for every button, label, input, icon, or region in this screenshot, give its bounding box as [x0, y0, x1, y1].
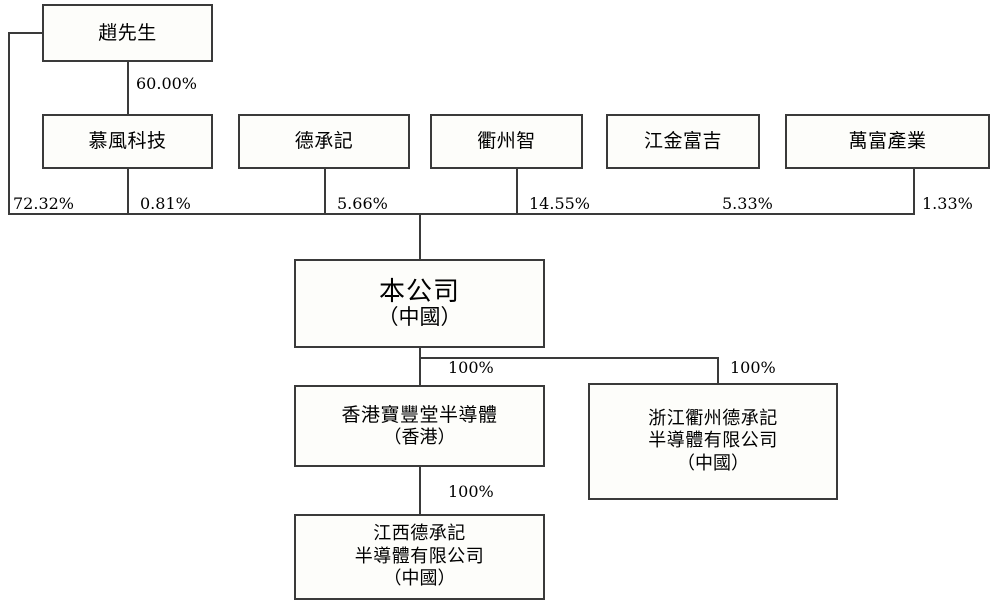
edge-label-chairman-to-mufeng: 60.00% [136, 74, 198, 93]
edge-label-mufeng-to-company: 0.81% [140, 194, 191, 213]
edge-hk-to-jx [419, 467, 421, 514]
node-shareholder-mufeng-label: 慕風科技 [88, 130, 167, 153]
node-company-jurisdiction: （中國） [377, 305, 462, 330]
edge-label-hk-to-jx: 100% [448, 482, 494, 501]
edge-label-jiangjinfuji-to-company: 5.33% [722, 194, 773, 213]
edge-label-company-to-zj: 100% [730, 358, 776, 377]
edge-bus-to-company [419, 213, 421, 261]
node-shareholder-mufeng[interactable]: 慕風科技 [42, 114, 213, 169]
edge-dechengji-to-bus [324, 169, 326, 215]
node-shareholder-quzhouzhi[interactable]: 衢州智 [430, 114, 583, 169]
node-chairman[interactable]: 趙先生 [42, 4, 213, 62]
node-zhejiang-subsidiary-line1: 浙江衢州德承記 [648, 407, 778, 429]
node-jiangxi-subsidiary-line2: 半導體有限公司 [354, 545, 485, 567]
node-shareholder-dechengji-label: 德承記 [294, 130, 354, 153]
node-chairman-label: 趙先生 [98, 21, 157, 44]
edge-company-to-hk [419, 348, 421, 385]
node-zhejiang-subsidiary-jurisdiction: （中國） [677, 452, 749, 474]
edge-label-dechengji-to-company: 5.66% [337, 194, 388, 213]
node-shareholder-wanfu[interactable]: 萬富產業 [785, 114, 990, 169]
edge-mufeng-to-bus [127, 169, 129, 215]
node-company-label: 本公司 [378, 276, 460, 307]
edge-label-wanfu-to-company: 1.33% [922, 194, 973, 213]
node-shareholder-jiangjinfuji[interactable]: 江金富吉 [606, 114, 760, 169]
edge-label-quzhouzhi-to-company: 14.55% [529, 194, 591, 213]
edge-company-to-zj-horizontal [419, 357, 719, 359]
edge-chairman-to-mufeng-line [127, 62, 129, 114]
node-zhejiang-subsidiary[interactable]: 浙江衢州德承記 半導體有限公司 （中國） [588, 383, 838, 500]
edge-chairman-to-company-riser [8, 32, 10, 215]
edge-company-to-zj-drop [717, 357, 719, 383]
edge-wanfu-to-bus [913, 169, 915, 215]
edge-label-chairman-to-company: 72.32% [13, 194, 75, 213]
edge-label-company-to-hk: 100% [448, 358, 494, 377]
edge-quzhouzhi-to-bus [516, 169, 518, 215]
node-hk-subsidiary-jurisdiction: （香港） [383, 426, 456, 448]
node-shareholder-dechengji[interactable]: 德承記 [238, 114, 410, 169]
node-jiangxi-subsidiary-line1: 江西德承記 [373, 523, 466, 545]
edge-chairman-left-stub [8, 32, 44, 34]
shareholder-bus-line [8, 213, 915, 215]
node-zhejiang-subsidiary-line2: 半導體有限公司 [648, 430, 778, 452]
node-shareholder-jiangjinfuji-label: 江金富吉 [643, 130, 722, 153]
node-hk-subsidiary[interactable]: 香港寶豐堂半導體 （香港） [294, 385, 545, 467]
node-jiangxi-subsidiary-jurisdiction: （中國） [383, 568, 456, 590]
node-company[interactable]: 本公司 （中國） [294, 259, 545, 348]
node-shareholder-quzhouzhi-label: 衢州智 [477, 130, 536, 153]
node-jiangxi-subsidiary[interactable]: 江西德承記 半導體有限公司 （中國） [294, 514, 545, 600]
node-shareholder-wanfu-label: 萬富產業 [848, 130, 927, 153]
node-hk-subsidiary-label: 香港寶豐堂半導體 [341, 404, 498, 427]
